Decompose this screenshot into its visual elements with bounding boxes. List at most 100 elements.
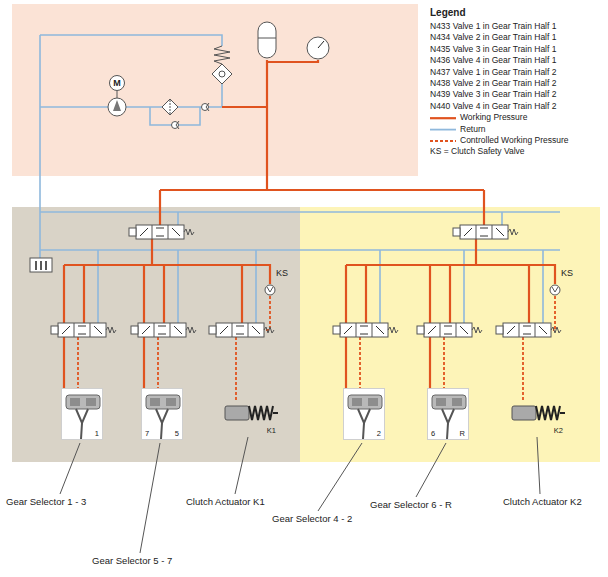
working-pressure-line (160, 189, 484, 191)
valve-label: KS (561, 269, 573, 279)
legend-entry: N440 Valve 4 in Gear Train Half 2 (430, 102, 556, 111)
legend-entry: N439 Valve 3 in Gear Train Half 2 (430, 90, 556, 99)
position-number: 5 (175, 430, 179, 438)
legend-line-sample (430, 117, 456, 119)
legend-entry: Return (460, 125, 486, 134)
working-pressure-line (222, 106, 267, 108)
callout-label: Clutch Actuator K1 (186, 497, 265, 507)
pressure-relief-valve (212, 46, 232, 84)
legend-heading: Legend (430, 7, 466, 18)
solenoid-valve (51, 323, 116, 337)
clutch-safety-valve (550, 285, 560, 295)
position-number: K2 (554, 427, 563, 435)
clutch-actuator-box: K2 (508, 398, 566, 436)
gear-selector-box: 75 (141, 388, 183, 440)
controlled-pressure-line (553, 296, 555, 330)
pump-symbol (108, 91, 126, 116)
return-line (177, 250, 179, 323)
gear-selector-box: 2 (343, 388, 385, 440)
working-pressure-line (159, 190, 161, 225)
legend-entry: Working Pressure (460, 113, 527, 122)
working-pressure-line (449, 265, 451, 323)
return-line (501, 212, 503, 225)
callout-label: Gear Selector 6 - R (370, 500, 452, 510)
working-pressure-line (64, 265, 270, 284)
position-number: R (460, 430, 465, 438)
working-pressure-line (83, 265, 85, 323)
legend-entry: N433 Valve 1 in Gear Train Half 1 (430, 22, 556, 31)
legend-entry: Controlled Working Pressure (460, 136, 569, 145)
return-line (463, 250, 465, 323)
solenoid-valve (496, 323, 561, 337)
gear-selector-box: 6R (427, 388, 469, 440)
return-line (255, 250, 257, 323)
working-pressure-line (475, 239, 477, 265)
leader-line (60, 443, 80, 494)
valve-label: KS (276, 269, 288, 279)
leader-line (416, 443, 446, 497)
legend-entry: N438 Valve 2 in Gear Train Half 2 (430, 79, 556, 88)
return-line (40, 249, 560, 251)
legend-entry: N436 Valve 4 in Gear Train Half 1 (430, 56, 556, 65)
position-number: 1 (95, 430, 99, 438)
position-number: 2 (377, 430, 381, 438)
return-line (39, 35, 41, 258)
suction-line (40, 106, 108, 108)
return-line (542, 250, 544, 323)
working-pressure-line (483, 190, 485, 225)
solenoid-valve (131, 323, 196, 337)
gear-train-half-2-panel (300, 207, 600, 462)
gear-selector-box: 1 (61, 388, 103, 440)
filter-symbol (162, 99, 178, 115)
callout-label: Gear Selector 1 - 3 (6, 497, 86, 507)
controlled-pressure-line (522, 337, 524, 400)
return-line (379, 250, 381, 323)
solenoid-valve (417, 323, 482, 337)
clutch-actuator-box: K1 (221, 398, 279, 436)
solenoid-valve (129, 225, 194, 239)
pressure-gauge (307, 37, 329, 59)
clutch-safety-valve (265, 285, 275, 295)
solenoid-valve (333, 323, 398, 337)
controlled-pressure-line (443, 337, 445, 390)
motor-circle: M (109, 75, 125, 91)
working-pressure-line (151, 239, 153, 265)
return-line (40, 35, 222, 46)
return-line (40, 211, 560, 213)
position-number: K1 (267, 427, 276, 435)
leader-line (235, 437, 248, 494)
working-pressure-line (163, 265, 165, 323)
working-pressure-line (266, 60, 268, 190)
legend-entry: N437 Valve 1 in Gear Train Half 2 (430, 68, 556, 77)
position-number: 7 (145, 430, 149, 438)
controlled-pressure-line (157, 337, 159, 390)
legend-entry: N434 Valve 2 in Gear Train Half 1 (430, 33, 556, 42)
gear-train-half-1-panel (12, 207, 300, 462)
callout-label: Gear Selector 4 - 2 (272, 514, 352, 524)
solenoid-valve (453, 225, 518, 239)
return-line (177, 212, 179, 225)
solenoid-valve (209, 323, 274, 337)
legend-line-sample (430, 129, 456, 131)
working-pressure-line (365, 265, 367, 323)
controlled-pressure-line (77, 337, 79, 390)
leader-line (140, 443, 160, 553)
controlled-pressure-line (266, 296, 270, 330)
position-number: 6 (431, 430, 435, 438)
accumulator-symbol (258, 22, 276, 58)
motor-label: M (113, 79, 121, 88)
legend-line-sample (430, 140, 456, 142)
check-valve-symbol (202, 103, 210, 111)
working-pressure-line (241, 265, 243, 323)
working-pressure-line (267, 60, 318, 62)
callout-label: Clutch Actuator K2 (503, 497, 582, 507)
check-valve-symbol (172, 121, 180, 129)
controlled-pressure-line (359, 337, 361, 390)
controlled-pressure-line (235, 337, 237, 400)
leader-line (318, 443, 362, 511)
supply-panel (12, 4, 418, 176)
working-pressure-line (528, 265, 530, 323)
tank-symbol (30, 258, 52, 272)
leader-line (537, 437, 540, 494)
